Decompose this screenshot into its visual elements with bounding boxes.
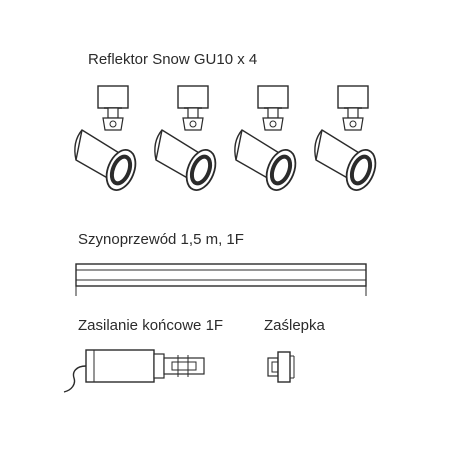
- end-feed-label: Zasilanie końcowe 1F: [78, 317, 224, 334]
- spotlight-2: [152, 84, 223, 197]
- spotlight-label: Reflektor Snow GU10 x 4: [88, 51, 258, 68]
- end-cap-label: Zaślepka: [264, 317, 325, 334]
- spotlight-1: [72, 84, 143, 197]
- track-rail: [75, 263, 367, 296]
- spotlight-3: [232, 84, 303, 197]
- end-cap: [267, 351, 295, 383]
- end-feed: [63, 349, 205, 393]
- spotlight-4: [312, 84, 383, 197]
- rail-label: Szynoprzewód 1,5 m, 1F: [78, 231, 244, 248]
